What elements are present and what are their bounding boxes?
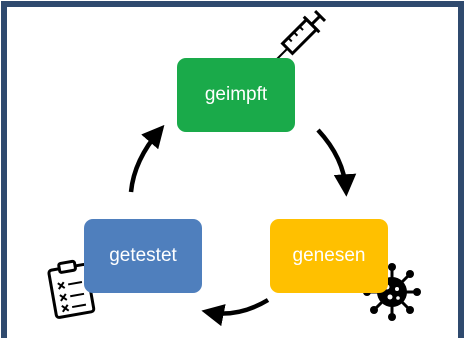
arrow-getestet-to-geimpft (128, 124, 165, 193)
node-getestet: getestet (84, 219, 202, 293)
node-genesen: genesen (270, 219, 388, 293)
node-geimpft: geimpft (177, 58, 295, 132)
node-genesen-label: genesen (292, 245, 366, 266)
node-getestet-label: getestet (109, 245, 177, 266)
arrow-genesen-to-getestet (201, 298, 270, 327)
node-geimpft-label: geimpft (204, 84, 268, 105)
arrow-geimpft-to-genesen (316, 128, 357, 197)
